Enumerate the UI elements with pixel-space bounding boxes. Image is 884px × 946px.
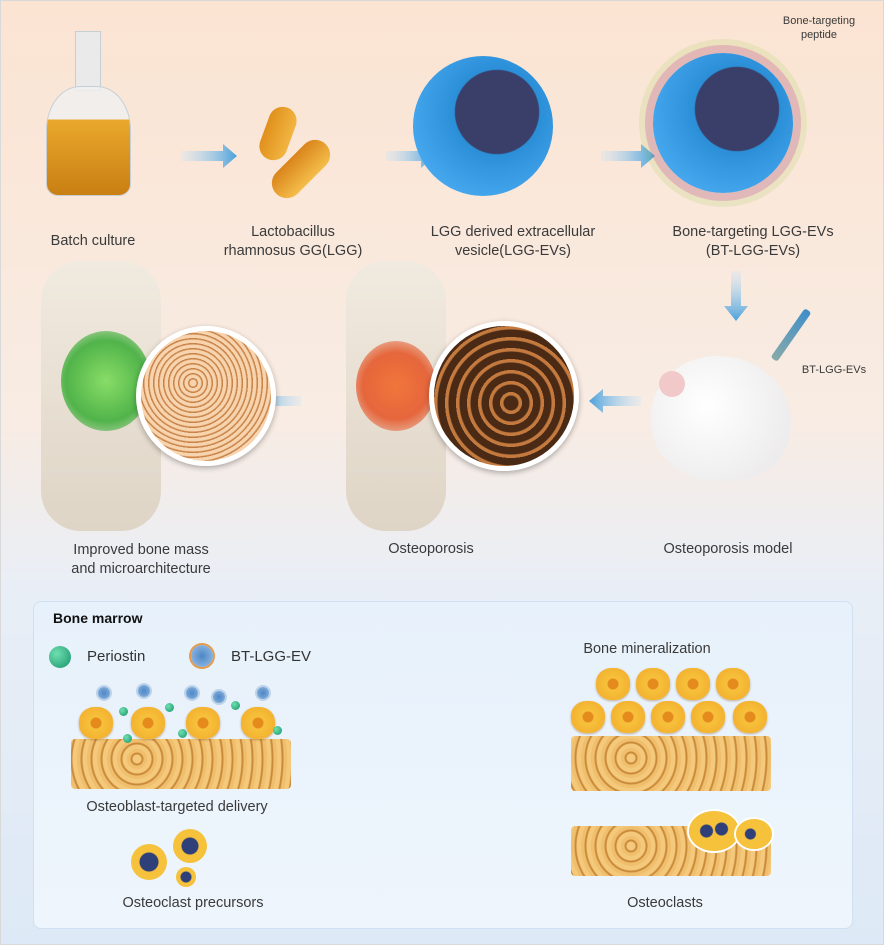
bt-line1: Bone-targeting LGG-EVs [672,224,834,240]
panel-title: Bone marrow [53,610,143,626]
osteoblast-cell [186,707,220,739]
ev-particle [186,687,198,699]
periostin-dot [231,701,240,710]
periostin-dot [273,726,282,735]
osteoclast-cell [736,819,772,849]
mouse-icon [641,336,801,496]
osteoblast-cell [651,701,685,733]
ev-particle [138,685,150,697]
flask-icon [41,31,136,201]
vesicle-icon [413,56,553,196]
osteoblast-cell [716,668,750,700]
peptide-label: Bone-targeting peptide [783,14,855,42]
osteoblast-cell [79,707,113,739]
bone-matrix-left [71,739,291,789]
lgg-label: Lactobacillus rhamnosus GG(LGG) [224,223,363,261]
arrow-right-1 [181,144,237,168]
improved-label: Improved bone mass and microarchitecture [71,541,210,579]
osteoporotic-bone-micro-icon [429,321,579,471]
osteoblast-cell [691,701,725,733]
ev-line1: LGG derived extracellular [430,224,596,240]
peptide-line1: Bone-targeting [782,15,856,27]
lgg-ev-label: LGG derived extracellular vesicle(LGG-EVs… [431,223,595,261]
ev-legend-label: BT-LGG-EV [231,648,312,665]
healthy-knee-icon [41,261,161,531]
periostin-legend-icon [49,646,71,668]
periostin-dot [178,729,187,738]
ev-line2: vesicle(LGG-EVs) [454,243,572,259]
lgg-line1: Lactobacillus [251,224,335,240]
peptide-line2: peptide [800,29,838,41]
periostin-dot [123,734,132,743]
osteoblast-cell [131,707,165,739]
bacteria-icon [255,102,337,206]
osteoblast-cell [611,701,645,733]
healthy-bone-micro-icon [136,326,276,466]
arrow-down [724,271,748,321]
osteoclast-precursor-cell [176,867,196,887]
improved-line1: Improved bone mass [73,542,209,558]
injection-label: BT-LGG-EVs [801,364,867,376]
arrow-right-3 [601,144,655,168]
osteoclast-precursor-cell [131,844,167,880]
osteoclast-precursor-cell [173,829,207,863]
batch-culture-label: Batch culture [50,233,136,249]
improved-line2: and microarchitecture [71,561,211,577]
osteoporosis-model-label: Osteoporosis model [663,541,793,557]
osteoblast-cell [241,707,275,739]
bt-line2: (BT-LGG-EVs) [705,243,801,259]
ev-legend-icon [191,645,213,667]
osteoblast-cell [571,701,605,733]
osteoblast-cell [636,668,670,700]
osteoclast-cell [689,811,739,851]
periostin-dot [165,703,174,712]
periostin-legend-label: Periostin [87,648,146,665]
osteoclasts-label: Osteoclasts [627,895,703,911]
osteoblast-cell [596,668,630,700]
bone-matrix-mineralized [571,736,771,791]
osteoclast-precursors-label: Osteoclast precursors [122,895,264,911]
ev-particle [257,687,269,699]
ev-particle [213,691,225,703]
osteoporosis-label: Osteoporosis [388,541,474,557]
ev-particle [98,687,110,699]
bt-ev-label: Bone-targeting LGG-EVs (BT-LGG-EVs) [672,223,833,261]
bt-vesicle-icon [653,53,793,193]
arrow-left-2 [589,389,641,413]
periostin-dot [119,707,128,716]
osteoblast-cell [676,668,710,700]
osteoblast-delivery-label: Osteoblast-targeted delivery [86,799,268,815]
bone-mineralization-label: Bone mineralization [583,641,711,657]
lgg-line2: rhamnosus GG(LGG) [223,243,363,259]
osteoblast-cell [733,701,767,733]
